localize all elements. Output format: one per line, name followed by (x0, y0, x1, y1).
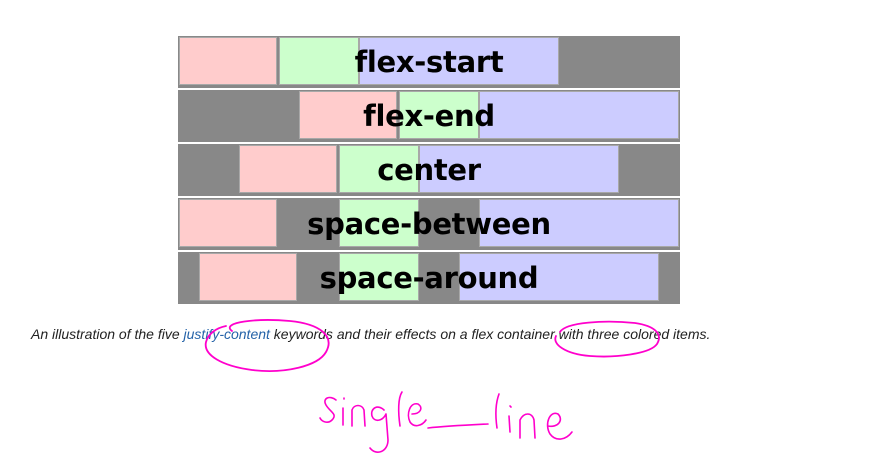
row-label: space-between (307, 207, 551, 241)
justify-content-link[interactable]: justify-content (183, 326, 270, 342)
item-blue (419, 145, 619, 193)
row-space-between: space-between (178, 198, 680, 250)
row-space-around: space-around (178, 252, 680, 304)
item-blue (479, 199, 679, 247)
justify-content-diagram: flex-start flex-end center space-between… (178, 36, 680, 304)
item-red (199, 253, 297, 301)
row-flex-end: flex-end (178, 90, 680, 142)
row-flex-start: flex-start (178, 36, 680, 88)
item-red (299, 91, 397, 139)
caption-text-after: with three colored items. (554, 326, 711, 342)
flex-container-term: flex container (471, 326, 555, 342)
item-green (399, 91, 479, 139)
item-blue (479, 91, 679, 139)
item-red (179, 199, 277, 247)
item-red (179, 37, 277, 85)
caption-text-middle: keywords and their effects on a (269, 326, 472, 342)
caption-text-before: An illustration of the five (31, 326, 184, 342)
item-green (339, 199, 419, 247)
figure-caption: An illustration of the five justify-cont… (31, 326, 710, 342)
item-red (239, 145, 337, 193)
row-label: flex-start (354, 45, 504, 79)
item-green (279, 37, 359, 85)
row-label: space-around (319, 261, 539, 295)
row-center: center (178, 144, 680, 196)
item-blue (459, 253, 659, 301)
row-label: center (377, 153, 481, 187)
handwritten-single-line (319, 391, 573, 453)
row-label: flex-end (363, 99, 495, 133)
item-green (339, 145, 419, 193)
item-blue (359, 37, 559, 85)
item-green (339, 253, 419, 301)
